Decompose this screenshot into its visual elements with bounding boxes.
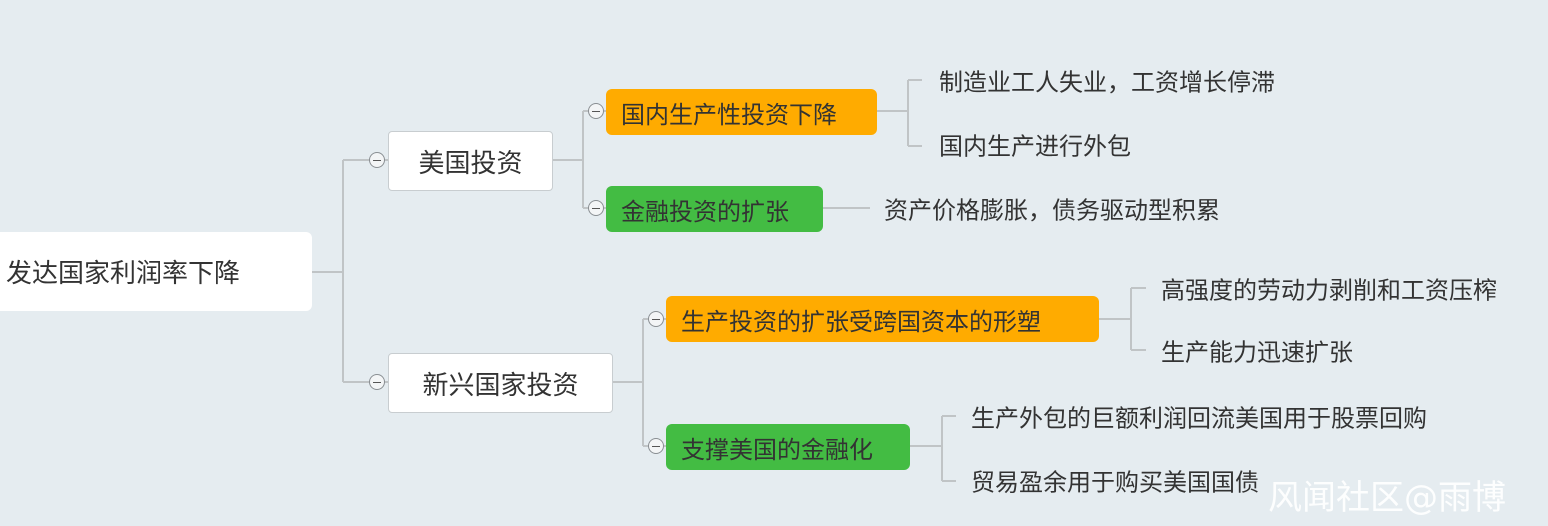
leaf-item[interactable]: 国内生产进行外包: [939, 132, 1131, 161]
leaf-item[interactable]: 贸易盈余用于购买美国国债: [971, 468, 1259, 497]
collapse-icon[interactable]: [369, 152, 385, 168]
topic-production-investment-expansion[interactable]: 生产投资的扩张受跨国资本的形塑: [666, 296, 1099, 342]
collapse-icon[interactable]: [648, 311, 664, 327]
branch-us-investment[interactable]: 美国投资: [388, 131, 553, 191]
topic-label: 国内生产性投资下降: [621, 100, 837, 129]
topic-support-us-financialization[interactable]: 支撑美国的金融化: [666, 424, 910, 470]
watermark: 风闻社区@雨博: [1268, 478, 1506, 518]
collapse-icon[interactable]: [369, 374, 385, 390]
topic-label: 金融投资的扩张: [621, 197, 789, 226]
root-node[interactable]: 发达国家利润率下降: [0, 232, 312, 311]
collapse-icon[interactable]: [648, 438, 664, 454]
leaf-item[interactable]: 生产能力迅速扩张: [1161, 338, 1353, 367]
branch-emerging-investment[interactable]: 新兴国家投资: [388, 353, 613, 413]
leaf-item[interactable]: 生产外包的巨额利润回流美国用于股票回购: [971, 404, 1427, 433]
root-label: 发达国家利润率下降: [6, 259, 241, 289]
topic-financial-investment-expansion[interactable]: 金融投资的扩张: [606, 186, 823, 232]
leaf-item[interactable]: 制造业工人失业，工资增长停滞: [939, 68, 1275, 97]
branch-label: 美国投资: [418, 148, 523, 179]
collapse-icon[interactable]: [588, 200, 604, 216]
topic-label: 生产投资的扩张受跨国资本的形塑: [681, 307, 1041, 336]
branch-label: 新兴国家投资: [422, 370, 579, 401]
leaf-item[interactable]: 资产价格膨胀，债务驱动型积累: [884, 196, 1220, 225]
topic-domestic-investment-decline[interactable]: 国内生产性投资下降: [606, 89, 877, 135]
collapse-icon[interactable]: [588, 103, 604, 119]
leaf-item[interactable]: 高强度的劳动力剥削和工资压榨: [1161, 276, 1497, 305]
topic-label: 支撑美国的金融化: [681, 435, 873, 464]
